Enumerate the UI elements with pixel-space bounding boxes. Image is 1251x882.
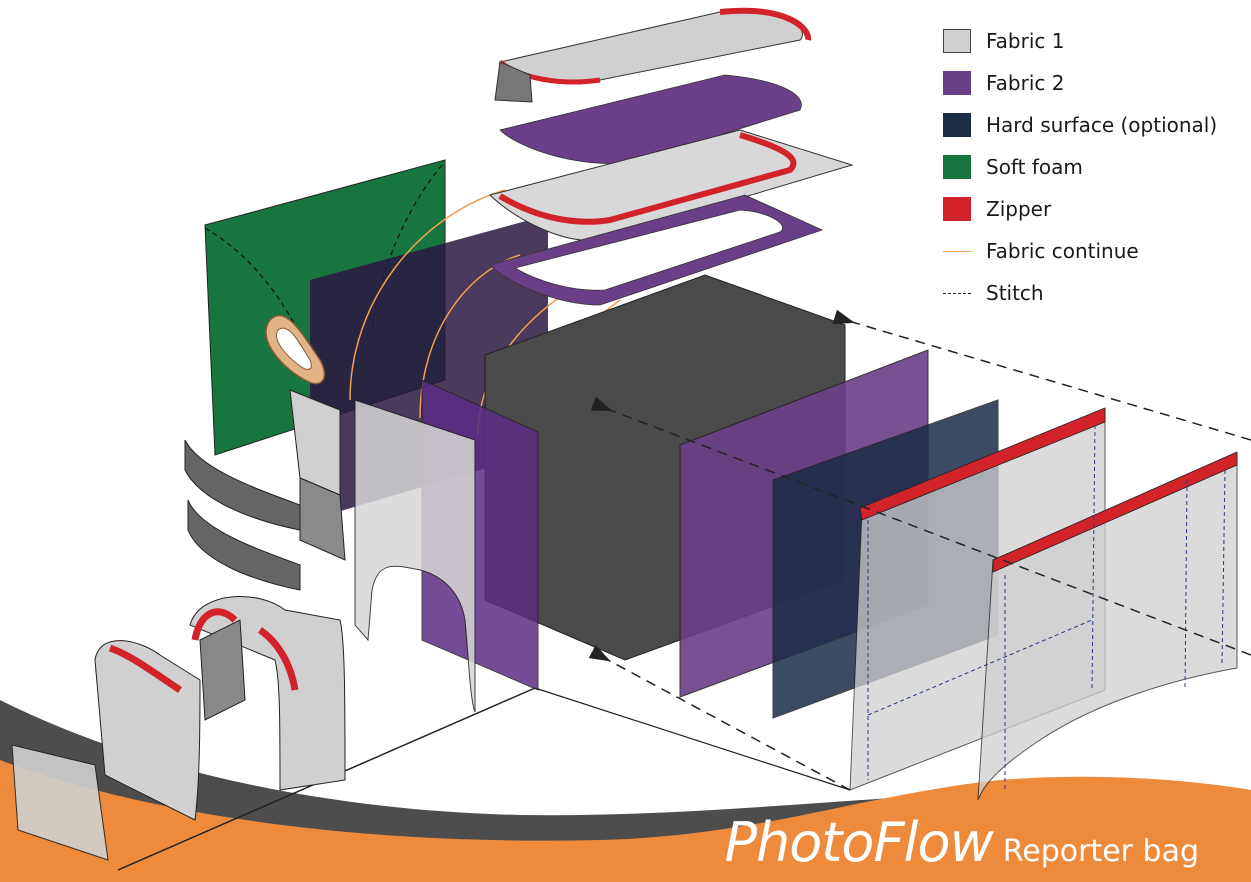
fabric2-frame-hole [513,209,783,291]
fabric2-swatch [943,71,971,95]
legend-label: Fabric 2 [986,71,1065,95]
legend-item-stitch: Stitch [943,278,1243,308]
zipper-swatch [943,197,971,221]
pocket-zipper-front [859,407,1106,521]
legend-item-fabric2: Fabric 2 [943,68,1243,98]
hard-surface-swatch [943,113,971,137]
pocket-zipper-back [992,451,1238,573]
legend-label: Zipper [986,197,1052,221]
top-fabric1-panel [498,10,803,84]
legend-item-hard-surface: Hard surface (optional) [943,110,1243,140]
divider-panel [354,399,476,713]
fabric-continue-line-icon [943,250,971,252]
orange-band [0,760,1251,882]
assembly-arrows [588,309,1251,791]
foam-stitch [371,164,443,331]
legend-label: Soft foam [986,155,1083,179]
arch-zipper-2 [191,608,299,691]
fabric1-swatch [943,29,971,53]
small-fabric1-panel [11,744,109,861]
lid-zipper [498,132,797,225]
arch-piece-back [189,596,346,791]
legend-label: Fabric 1 [986,29,1065,53]
arch-dark-side [199,619,246,721]
brand-subtitle: Reporter bag [1002,834,1199,869]
legend-item-fabric-continue: Fabric continue [943,236,1243,266]
pocket-stitches [867,424,1226,790]
legend-label: Fabric continue [986,239,1139,263]
legend-label: Hard surface (optional) [986,113,1218,137]
stitch-line-icon [943,292,971,294]
legend-item-fabric1: Fabric 1 [943,26,1243,56]
base-line-2 [534,687,851,791]
brand-title: PhotoFlow Reporter bag [724,811,1199,874]
top-flap-dark [494,61,533,103]
curved-strip [184,439,301,531]
brand-name: PhotoFlow [724,811,993,874]
legend-label: Stitch [986,281,1044,305]
curved-strip [187,499,301,591]
legend-item-zipper: Zipper [943,194,1243,224]
legend-item-soft-foam: Soft foam [943,152,1243,182]
handle-hole [276,327,312,370]
top-zipper [719,7,812,41]
soft-foam-swatch [943,155,971,179]
arch-zipper [108,644,182,693]
